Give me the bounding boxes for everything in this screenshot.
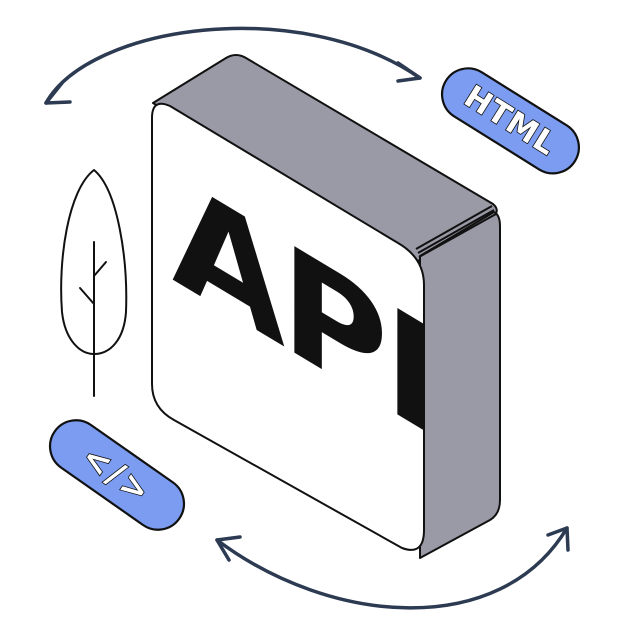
html-badge: HTML: [440, 67, 580, 175]
top-curved-arrow-icon: [44, 26, 422, 105]
bottom-curved-arrow-icon: [215, 526, 570, 610]
api-cube: [151, 54, 501, 559]
tree-icon: [60, 169, 128, 397]
cube-front-face: [151, 102, 425, 551]
code-badge: </>: [48, 419, 186, 531]
cube-side-face: [419, 211, 501, 559]
